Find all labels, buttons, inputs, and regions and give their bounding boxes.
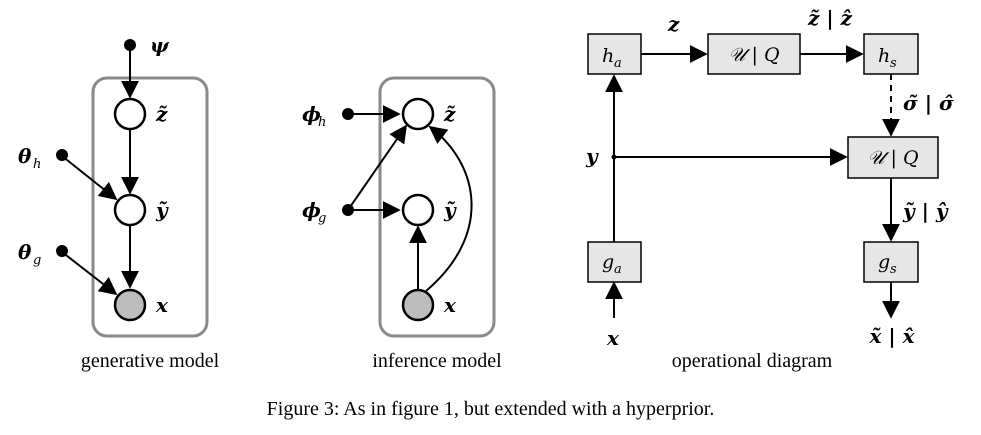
edge-thetag-x <box>61 251 118 296</box>
gen-node-z <box>113 97 147 131</box>
svg-text:s: s <box>890 262 897 277</box>
gen-label-theta-h-sub: h <box>33 157 41 172</box>
box-h-a: h a <box>587 33 642 75</box>
svg-text:a: a <box>614 56 622 71</box>
svg-text:h: h <box>878 45 890 67</box>
svg-text:g: g <box>602 251 614 273</box>
box-g-a: g a <box>587 241 642 283</box>
inf-node-x <box>401 288 435 322</box>
gen-label-theta-h: θ <box>18 144 32 168</box>
psi-dot <box>124 39 136 51</box>
phi-g-dot <box>342 204 354 216</box>
gen-node-x <box>113 288 147 322</box>
op-label-y-tilde-hat: ỹ | ŷ <box>902 199 949 223</box>
svg-text:s: s <box>890 56 897 71</box>
generative-model-panel: ψ z̃ ỹ x θ h θ g generative model <box>18 33 220 372</box>
inference-plate <box>378 76 496 338</box>
gen-label-y: ỹ <box>155 198 169 222</box>
op-label-x-in: x <box>606 326 620 350</box>
box-uq-mid: 𝒰 | Q <box>847 136 939 179</box>
inf-label-phi-g-sub: g <box>318 211 326 226</box>
operational-title: operational diagram <box>672 350 833 372</box>
op-label-x-tilde-hat: x̃ | x̂ <box>868 324 915 348</box>
inf-label-y: ỹ <box>443 198 457 222</box>
gen-label-theta-g: θ <box>18 240 32 264</box>
edge-thetah-y <box>61 155 118 201</box>
inf-node-z <box>401 97 435 131</box>
edge-phig-z <box>347 124 408 211</box>
inf-node-y <box>401 193 435 227</box>
gen-label-x: x <box>155 293 169 317</box>
svg-text:𝒰 | Q: 𝒰 | Q <box>728 44 779 66</box>
theta-g-dot <box>56 245 68 257</box>
phi-h-dot <box>342 108 354 120</box>
box-h-s: h s <box>863 33 919 75</box>
svg-text:𝒰 | Q: 𝒰 | Q <box>867 147 918 169</box>
svg-text:g: g <box>878 251 890 273</box>
theta-h-dot <box>56 149 68 161</box>
figure-diagram: ψ z̃ ỹ x θ h θ g generative model z̃ ỹ x… <box>18 6 954 372</box>
inf-label-phi-g: ϕ <box>302 198 321 222</box>
svg-text:h: h <box>602 45 614 67</box>
gen-label-psi: ψ <box>150 33 170 57</box>
operational-diagram-panel: h a 𝒰 | Q h s 𝒰 | Q g a g s z z̃ | ẑ <box>585 6 954 372</box>
inf-label-phi-h: ϕ <box>302 102 321 126</box>
inference-model-panel: z̃ ỹ x ϕ h ϕ g inference model <box>302 76 502 372</box>
edge-x-z <box>425 125 473 292</box>
inf-label-x: x <box>443 293 457 317</box>
op-label-y: y <box>585 144 599 168</box>
generative-title: generative model <box>81 350 220 372</box>
op-label-sigma-tilde-hat: σ̃ | σ̂ <box>903 91 954 115</box>
op-label-z: z <box>667 12 680 36</box>
op-label-z-tilde-hat: z̃ | ẑ <box>807 6 853 30</box>
box-g-s: g s <box>863 241 919 283</box>
box-uq-top: 𝒰 | Q <box>707 33 801 75</box>
gen-label-theta-g-sub: g <box>33 253 41 268</box>
svg-text:a: a <box>614 262 622 277</box>
gen-node-y <box>113 193 147 227</box>
gen-label-z: z̃ <box>155 102 168 126</box>
inf-label-phi-h-sub: h <box>318 115 326 130</box>
figure-caption: Figure 3: As in figure 1, but extended w… <box>266 398 715 420</box>
y-junction-dot <box>611 154 617 160</box>
generative-plate <box>91 76 209 338</box>
inf-label-z: z̃ <box>443 102 456 126</box>
inference-title: inference model <box>372 350 502 372</box>
